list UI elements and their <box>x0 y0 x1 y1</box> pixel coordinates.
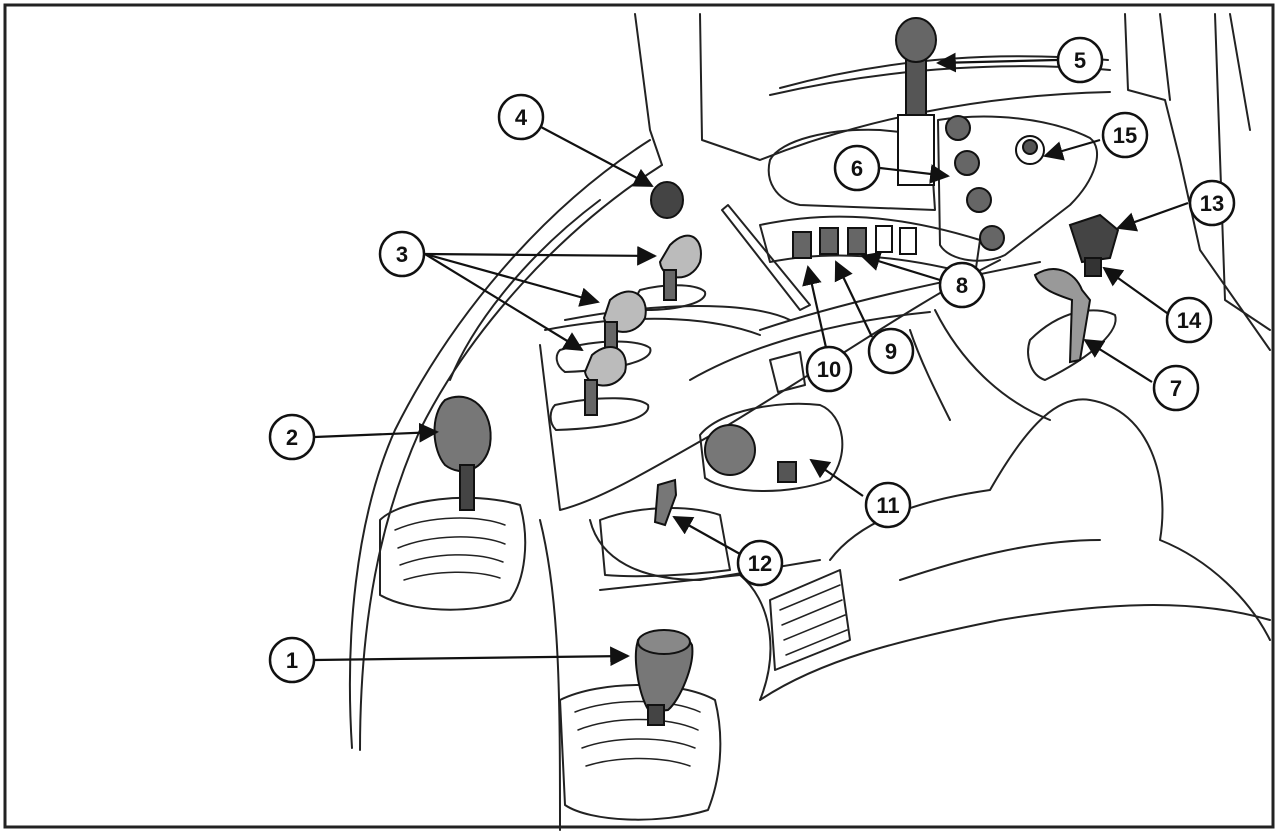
callout-circle <box>864 481 912 529</box>
callout-number: 11 <box>876 493 899 518</box>
callout-number: 6 <box>851 156 863 181</box>
controls-illustration <box>433 17 1120 726</box>
callout-circle <box>268 413 316 461</box>
callout-number: 8 <box>956 273 968 298</box>
callout-number: 4 <box>515 105 528 130</box>
callout-5: 5 <box>1056 36 1104 84</box>
callout-circle <box>497 93 545 141</box>
callout-circle <box>938 261 986 309</box>
callout-number: 5 <box>1074 48 1086 73</box>
callout-circle <box>378 230 426 278</box>
callout-number: 1 <box>286 648 298 673</box>
callout-number: 2 <box>286 425 298 450</box>
callout-circle <box>1165 296 1213 344</box>
callout-2: 2 <box>268 413 316 461</box>
callout-12: 12 <box>736 539 784 587</box>
callout-4: 4 <box>497 93 545 141</box>
callout-circle <box>833 144 881 192</box>
callout-9: 9 <box>867 327 915 375</box>
callout-14: 14 <box>1165 296 1213 344</box>
callout-3: 3 <box>378 230 426 278</box>
callout-7: 7 <box>1152 364 1200 412</box>
callout-circle <box>1188 179 1236 227</box>
callout-15: 15 <box>1101 111 1149 159</box>
callout-6: 6 <box>833 144 881 192</box>
callout-number: 12 <box>748 551 772 576</box>
callout-arrows <box>314 52 1189 667</box>
callout-8: 8 <box>938 261 986 309</box>
callout-number: 15 <box>1113 123 1137 148</box>
callout-11: 11 <box>864 481 912 529</box>
callout-circle <box>1152 364 1200 412</box>
callout-circle <box>1101 111 1149 159</box>
callout-circle <box>736 539 784 587</box>
callout-number: 7 <box>1170 376 1182 401</box>
callout-number: 13 <box>1200 191 1224 216</box>
callout-number: 14 <box>1177 308 1202 333</box>
callout-number: 9 <box>885 339 897 364</box>
callout-10: 10 <box>805 345 853 393</box>
figure-border <box>3 3 1275 829</box>
callout-circle <box>805 345 853 393</box>
callout-number: 10 <box>817 357 841 382</box>
callout-number: 3 <box>396 242 408 267</box>
callout-circle <box>867 327 915 375</box>
callout-circle <box>268 636 316 684</box>
callout-13: 13 <box>1188 179 1236 227</box>
callout-1: 1 <box>268 636 316 684</box>
callout-circle <box>1056 36 1104 84</box>
